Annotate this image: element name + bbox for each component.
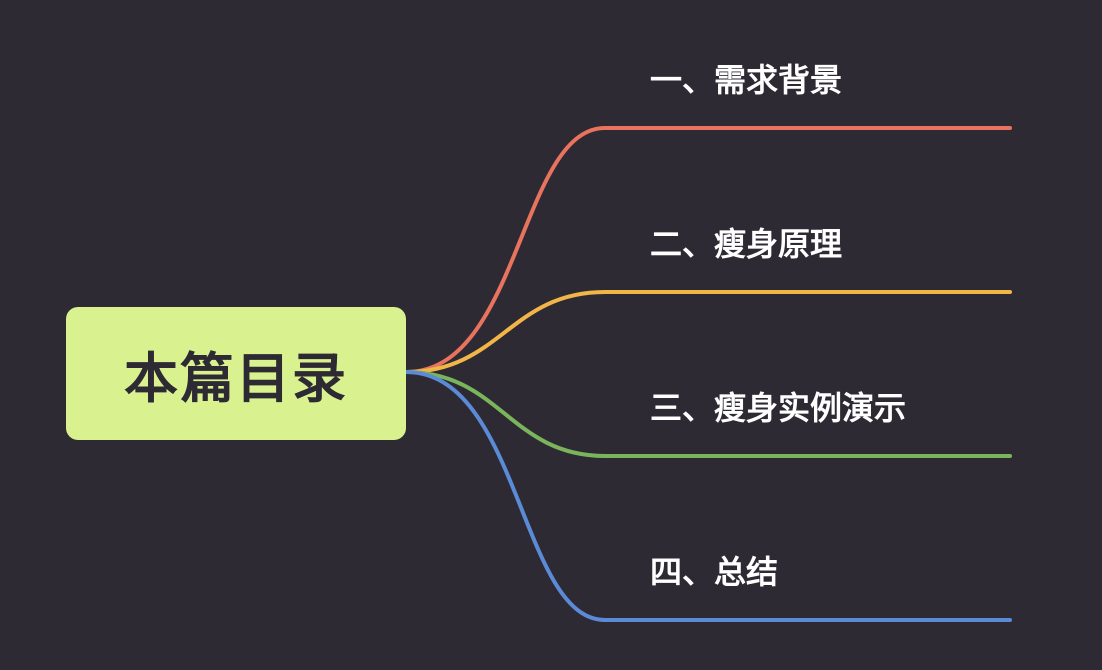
- branch-line-4: [404, 370, 1012, 622]
- topic-node-1[interactable]: 一、需求背景: [650, 61, 843, 99]
- branch-line-1: [404, 126, 1012, 374]
- topic-node-2[interactable]: 二、瘦身原理: [650, 225, 843, 263]
- branch-line-3: [404, 370, 1012, 458]
- topic-node-3[interactable]: 三、瘦身实例演示: [650, 389, 907, 427]
- root-node[interactable]: 本篇目录: [66, 307, 406, 440]
- branch-line-2: [404, 290, 1012, 374]
- topic-node-4[interactable]: 四、总结: [650, 553, 779, 591]
